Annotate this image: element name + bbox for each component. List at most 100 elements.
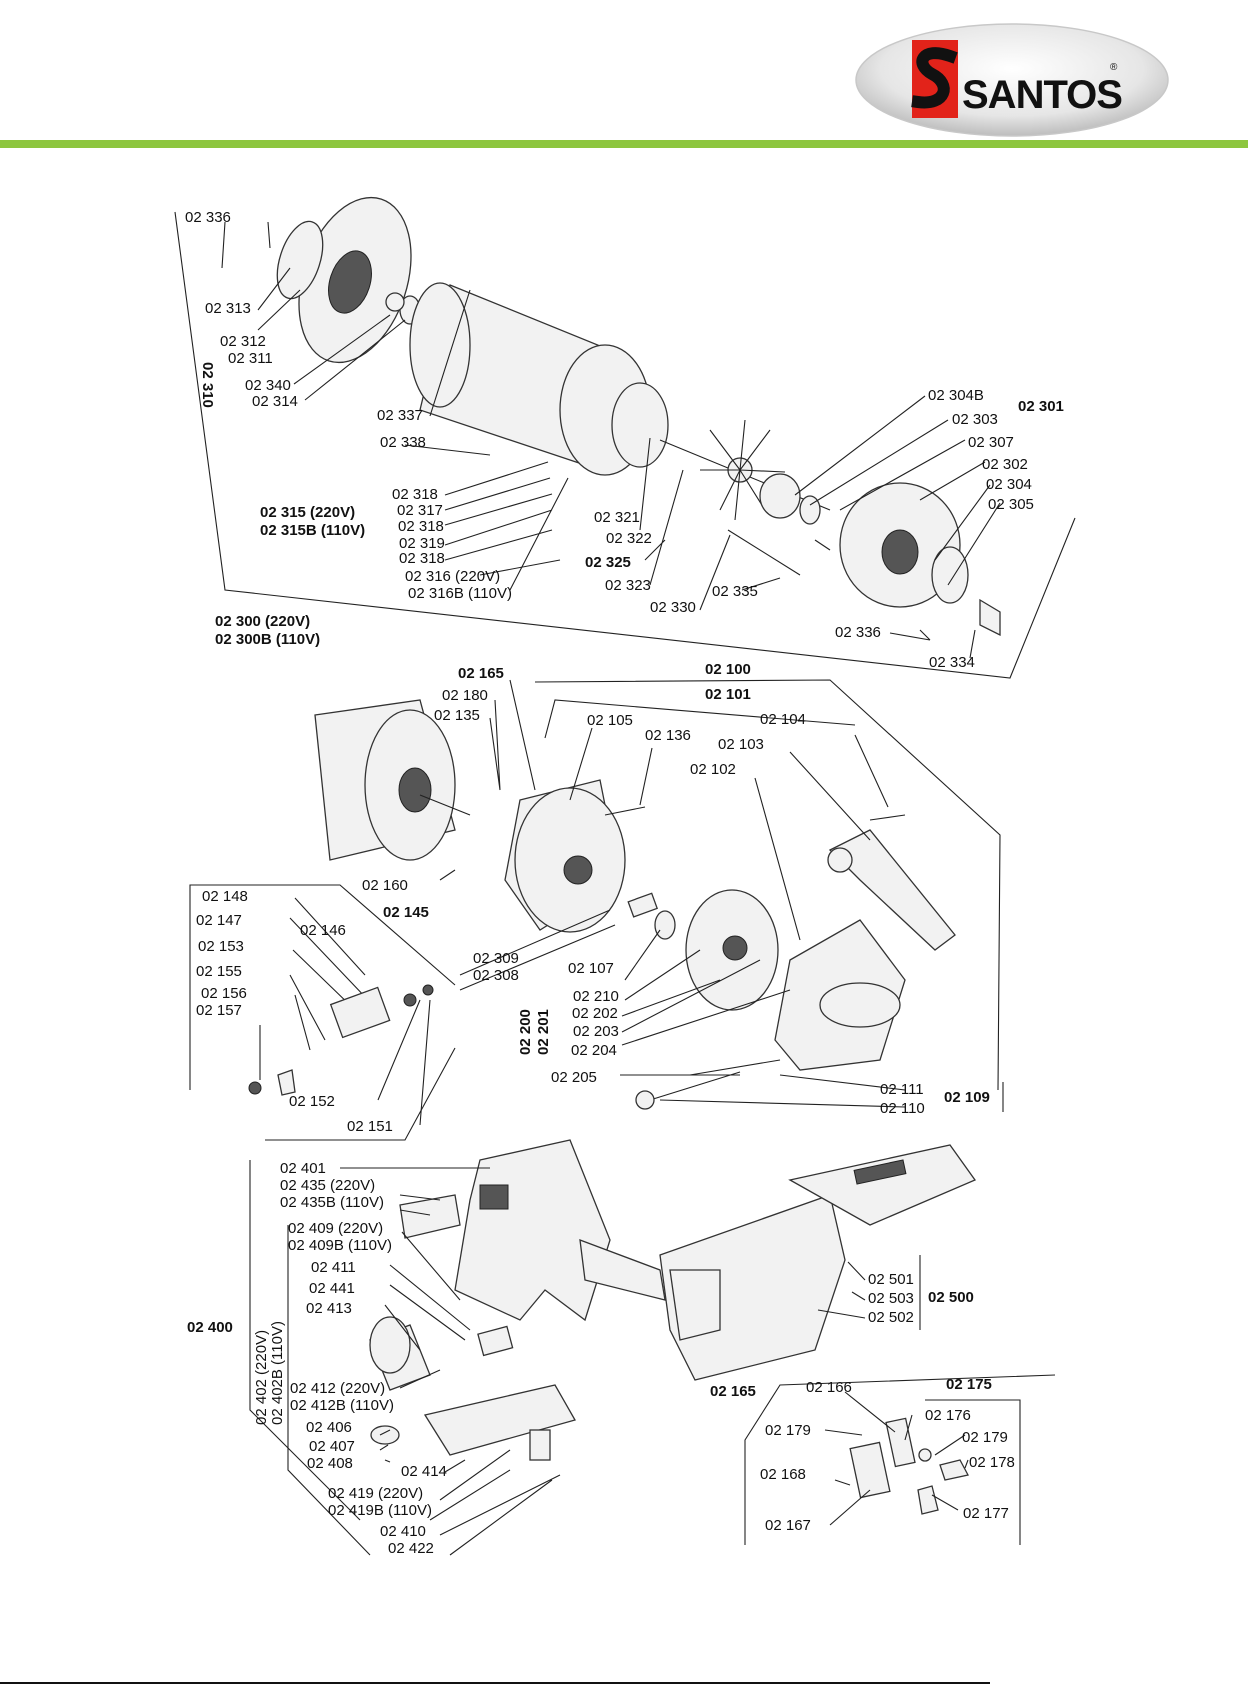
part-label: 02 148 bbox=[202, 888, 248, 905]
part-label: 02 303 bbox=[952, 411, 998, 428]
part-label: 02 338 bbox=[380, 434, 426, 451]
fan bbox=[700, 419, 786, 521]
part-label: 02 107 bbox=[568, 960, 614, 977]
part-label: 02 301 bbox=[1018, 398, 1064, 415]
part-label: 02 330 bbox=[650, 599, 696, 616]
part-label: 02 402B (110V) bbox=[269, 1321, 286, 1425]
part-label: 02 322 bbox=[606, 530, 652, 547]
part-label: 02 411 bbox=[311, 1259, 356, 1276]
header-accent-rule bbox=[0, 140, 1248, 148]
part-label: 02 441 bbox=[309, 1280, 355, 1297]
base-assembly-group bbox=[249, 1139, 1056, 1556]
base-foot bbox=[579, 1239, 666, 1301]
part-label: 02 312 bbox=[220, 333, 266, 350]
mounting-plate bbox=[423, 1384, 576, 1456]
part-label: 02 336 bbox=[835, 624, 881, 641]
part-label: 02 318 bbox=[392, 486, 438, 503]
part-label: 02 422 bbox=[388, 1540, 434, 1557]
part-label: 02 402 (220V) bbox=[253, 1330, 270, 1425]
part-label: 02 414 bbox=[401, 1463, 447, 1480]
part-label: 02 104 bbox=[760, 711, 806, 728]
part-label: 02 409 (220V) bbox=[288, 1220, 383, 1237]
part-label: 02 203 bbox=[573, 1023, 619, 1040]
part-label: 02 135 bbox=[434, 707, 480, 724]
rear-gasket bbox=[276, 220, 324, 300]
part-label: 02 313 bbox=[205, 300, 251, 317]
part-label: 02 204 bbox=[571, 1042, 617, 1059]
part-label: 02 316B (110V) bbox=[408, 585, 512, 602]
part-label: 02 318 bbox=[399, 550, 445, 567]
part-label: 02 408 bbox=[307, 1455, 353, 1472]
part-label: 02 200 bbox=[517, 1009, 534, 1055]
part-label: 02 334 bbox=[929, 654, 975, 671]
part-label: 02 165 bbox=[710, 1383, 756, 1400]
part-label: 02 307 bbox=[968, 434, 1014, 451]
part-label: 02 310 bbox=[199, 362, 216, 408]
part-label: 02 175 bbox=[946, 1376, 992, 1393]
part-label: 02 179 bbox=[962, 1429, 1008, 1446]
part-label: 02 160 bbox=[362, 877, 408, 894]
part-label: 02 412B (110V) bbox=[290, 1397, 394, 1414]
part-label: 02 412 (220V) bbox=[290, 1380, 385, 1397]
part-label: 02 406 bbox=[306, 1419, 352, 1436]
santos-logo: SANTOS ® bbox=[855, 23, 1169, 137]
part-label: 02 210 bbox=[573, 988, 619, 1005]
part-label: 02 300B (110V) bbox=[215, 631, 320, 648]
part-label: 02 155 bbox=[196, 963, 242, 980]
motor-assembly-group bbox=[174, 196, 1076, 679]
part-label: 02 400 bbox=[187, 1319, 233, 1336]
part-label: 02 419B (110V) bbox=[328, 1502, 432, 1519]
part-label: 02 314 bbox=[252, 393, 298, 410]
part-label: 02 419 (220V) bbox=[328, 1485, 423, 1502]
part-label: 02 503 bbox=[868, 1290, 914, 1307]
part-label: 02 500 bbox=[928, 1289, 974, 1306]
part-label: 02 202 bbox=[572, 1005, 618, 1022]
part-label: 02 308 bbox=[473, 967, 519, 984]
part-label: 02 105 bbox=[587, 712, 633, 729]
brand-reg-mark: ® bbox=[1110, 62, 1118, 73]
part-label: 02 318 bbox=[398, 518, 444, 535]
part-label: 02 177 bbox=[963, 1505, 1009, 1522]
drawer-cover bbox=[788, 1144, 976, 1226]
part-label: 02 304 bbox=[986, 476, 1032, 493]
part-label: 02 180 bbox=[442, 687, 488, 704]
part-label: 02 109 bbox=[944, 1089, 990, 1106]
part-label: 02 305 bbox=[988, 496, 1034, 513]
part-label: 02 178 bbox=[969, 1454, 1015, 1471]
part-label: 02 136 bbox=[645, 727, 691, 744]
part-label: 02 205 bbox=[551, 1069, 597, 1086]
part-label: 02 201 bbox=[535, 1009, 552, 1055]
part-label: 02 147 bbox=[196, 912, 242, 929]
part-label: 02 153 bbox=[198, 938, 244, 955]
brand-name: SANTOS bbox=[962, 73, 1122, 117]
part-label: 02 165 bbox=[458, 665, 504, 682]
part-label: 02 110 bbox=[880, 1100, 925, 1117]
part-label: 02 145 bbox=[383, 904, 429, 921]
base-body bbox=[454, 1139, 611, 1322]
part-label: 02 168 bbox=[760, 1466, 806, 1483]
part-label: 02 336 bbox=[185, 209, 231, 226]
part-label: 02 325 bbox=[585, 554, 631, 571]
part-label: 02 103 bbox=[718, 736, 764, 753]
part-label: 02 167 bbox=[765, 1517, 811, 1534]
part-label: 02 179 bbox=[765, 1422, 811, 1439]
part-label: 02 317 bbox=[397, 502, 443, 519]
part-label: 02 316 (220V) bbox=[405, 568, 500, 585]
part-label: 02 157 bbox=[196, 1002, 242, 1019]
part-label: 02 340 bbox=[245, 377, 291, 394]
part-label: 02 311 bbox=[228, 350, 273, 367]
part-label: 02 111 bbox=[880, 1081, 924, 1098]
part-label: 02 156 bbox=[201, 985, 247, 1002]
part-label: 02 100 bbox=[705, 661, 751, 678]
part-label: 02 302 bbox=[982, 456, 1028, 473]
part-label: 02 410 bbox=[380, 1523, 426, 1540]
logo-s-mark bbox=[911, 47, 958, 109]
part-label: 02 166 bbox=[806, 1379, 852, 1396]
part-label: 02 335 bbox=[712, 583, 758, 600]
part-label: 02 435B (110V) bbox=[280, 1194, 384, 1211]
part-label: 02 401 bbox=[280, 1160, 326, 1177]
part-label: 02 101 bbox=[705, 686, 751, 703]
part-label: 02 319 bbox=[399, 535, 445, 552]
part-label: 02 309 bbox=[473, 950, 519, 967]
